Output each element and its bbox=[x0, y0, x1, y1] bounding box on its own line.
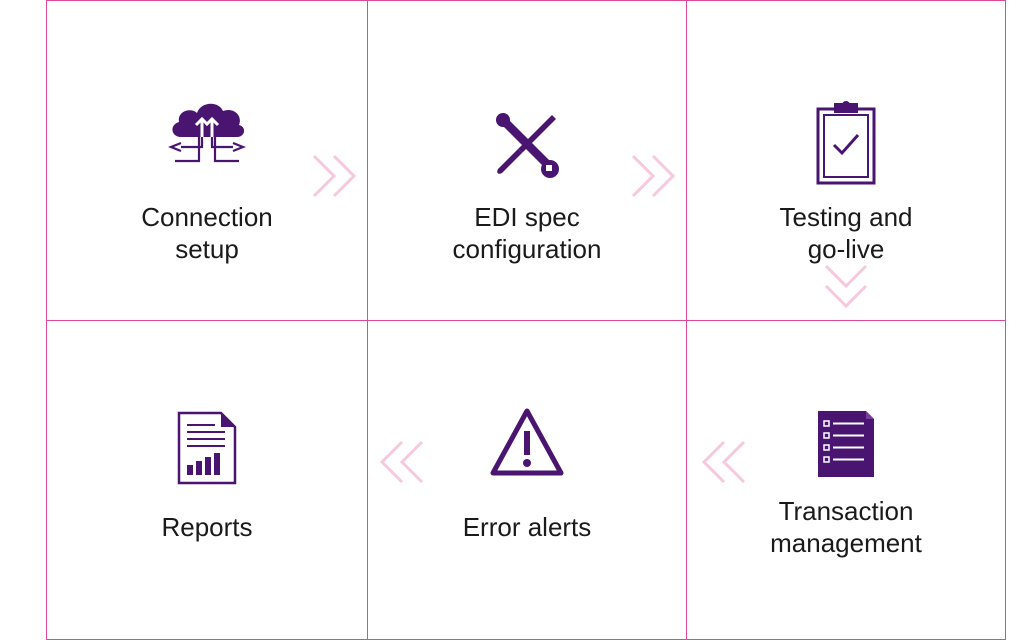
cloud-upload-icon bbox=[168, 103, 246, 163]
report-chart-icon bbox=[177, 411, 237, 485]
step-transaction-management: Transaction management bbox=[686, 320, 1006, 640]
warning-triangle-icon bbox=[490, 408, 564, 476]
step-label: Connection setup bbox=[141, 202, 273, 264]
step-label: Transaction management bbox=[770, 496, 922, 558]
wrench-screwdriver-icon bbox=[496, 113, 559, 178]
step-edi-spec-configuration: EDI spec configuration bbox=[367, 0, 687, 321]
clipboard-check-icon bbox=[816, 101, 876, 185]
chevron-right-icon bbox=[631, 154, 676, 198]
process-grid: Connection setup EDI spec configuration … bbox=[46, 0, 1006, 640]
step-label: Testing and go-live bbox=[779, 202, 913, 264]
chevron-left-icon bbox=[701, 440, 746, 484]
step-label: Error alerts bbox=[462, 512, 592, 542]
chevron-down-icon bbox=[824, 264, 868, 309]
chevron-left-icon bbox=[379, 440, 424, 484]
step-connection-setup: Connection setup bbox=[46, 0, 368, 321]
checklist-document-icon bbox=[818, 411, 874, 477]
chevron-right-icon bbox=[312, 154, 357, 198]
step-label: EDI spec configuration bbox=[452, 202, 602, 264]
step-reports: Reports bbox=[46, 320, 368, 640]
step-label: Reports bbox=[161, 512, 253, 542]
step-testing-go-live: Testing and go-live bbox=[686, 0, 1006, 321]
